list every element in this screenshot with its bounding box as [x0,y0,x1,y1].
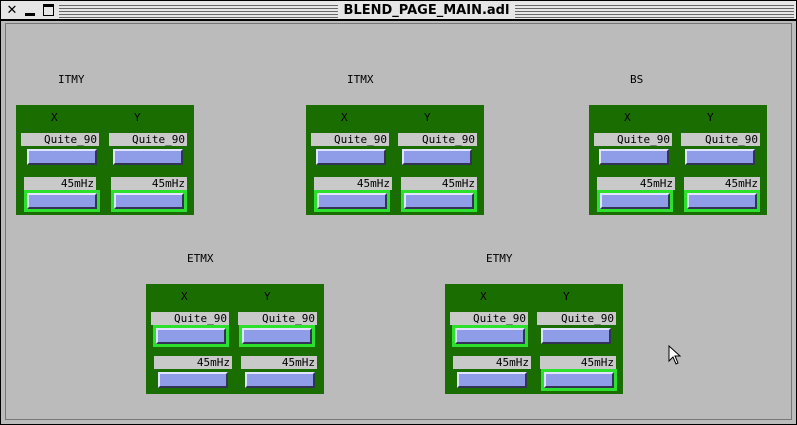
x-filter-field: Quite_90 [21,133,99,146]
mouse-pointer-icon [668,345,682,365]
y-freq-button[interactable] [684,190,760,212]
x-filter-field: Quite_90 [594,133,672,146]
x-column-label: X [480,290,487,303]
y-freq-field: 45mHz [684,177,760,190]
y-filter-button[interactable] [541,328,611,344]
y-filter-button[interactable] [239,325,315,347]
x-freq-button[interactable] [158,372,228,388]
y-freq-button[interactable] [245,372,315,388]
close-icon[interactable]: ✕ [6,2,18,18]
x-filter-field: Quite_90 [311,133,389,146]
minimize-icon[interactable] [23,3,37,17]
group-label-bs: BS [630,73,644,86]
y-column-label: Y [424,111,431,124]
x-column-label: X [341,111,348,124]
y-freq-field: 45mHz [241,356,317,369]
title-bar[interactable]: ✕ BLEND_PAGE_MAIN.adl [1,1,796,21]
x-freq-field: 45mHz [154,356,232,369]
y-filter-button[interactable] [685,149,755,165]
y-freq-button[interactable] [541,369,617,391]
x-freq-button[interactable] [597,190,673,212]
group-label-etmy: ETMY [486,252,513,265]
group-label-itmy: ITMY [58,73,85,86]
group-label-etmx: ETMX [187,252,214,265]
x-filter-field: Quite_90 [151,312,229,325]
y-freq-field: 45mHz [111,177,187,190]
y-filter-button[interactable] [113,149,183,165]
y-filter-field: Quite_90 [238,312,317,325]
y-filter-field: Quite_90 [109,133,187,146]
x-freq-field: 45mHz [314,177,392,190]
y-column-label: Y [563,290,570,303]
x-freq-button[interactable] [314,190,390,212]
panel-itmy: X Y Quite_90 Quite_90 45mHz 45mHz [16,105,194,215]
y-filter-field: Quite_90 [681,133,760,146]
x-freq-button[interactable] [457,372,527,388]
y-freq-button[interactable] [111,190,187,212]
x-freq-field: 45mHz [24,177,96,190]
main-canvas: ITMY X Y Quite_90 Quite_90 45mHz 45mHz I… [5,23,792,420]
y-filter-field: Quite_90 [398,133,477,146]
y-freq-field: 45mHz [540,356,616,369]
panel-etmx: X Y Quite_90 Quite_90 45mHz 45mHz [146,284,324,394]
x-column-label: X [181,290,188,303]
x-filter-button[interactable] [153,325,229,347]
x-column-label: X [51,111,58,124]
maximize-icon[interactable] [41,3,55,17]
x-column-label: X [624,111,631,124]
y-column-label: Y [707,111,714,124]
y-freq-button[interactable] [401,190,477,212]
x-filter-button[interactable] [27,149,97,165]
panel-etmy: X Y Quite_90 Quite_90 45mHz 45mHz [445,284,623,394]
panel-itmx: X Y Quite_90 Quite_90 45mHz 45mHz [306,105,484,215]
y-freq-field: 45mHz [401,177,477,190]
y-column-label: Y [264,290,271,303]
group-label-itmx: ITMX [347,73,374,86]
x-freq-field: 45mHz [453,356,531,369]
y-column-label: Y [134,111,141,124]
x-filter-button[interactable] [452,325,528,347]
panel-bs: X Y Quite_90 Quite_90 45mHz 45mHz [589,105,767,215]
x-freq-field: 45mHz [597,177,675,190]
y-filter-button[interactable] [402,149,472,165]
x-filter-button[interactable] [316,149,386,165]
x-freq-button[interactable] [24,190,100,212]
x-filter-button[interactable] [599,149,669,165]
window-title: BLEND_PAGE_MAIN.adl [59,3,794,18]
y-filter-field: Quite_90 [537,312,616,325]
x-filter-field: Quite_90 [450,312,528,325]
